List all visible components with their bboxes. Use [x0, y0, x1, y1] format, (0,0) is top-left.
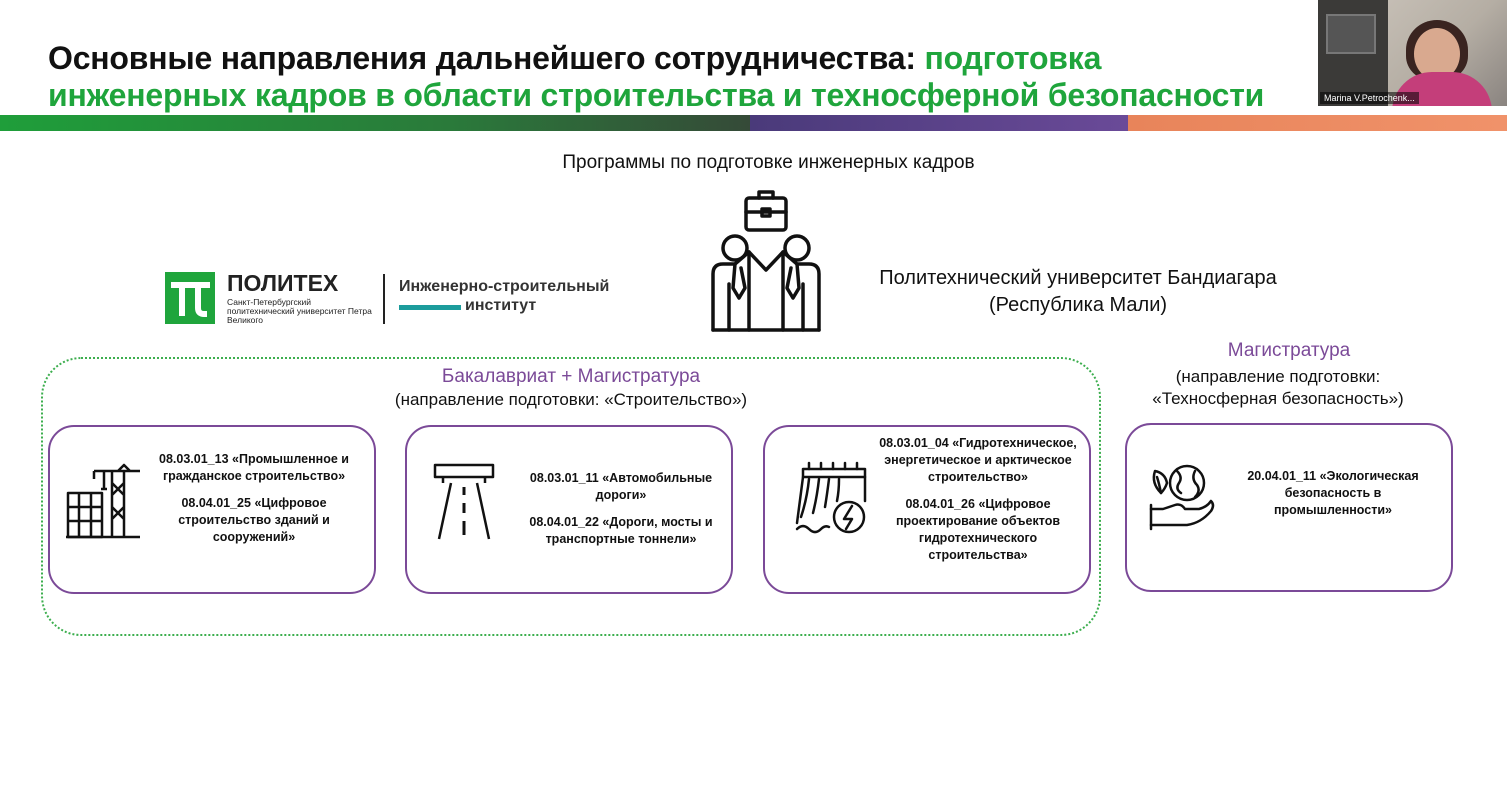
construction-crane-icon — [64, 463, 142, 546]
handshake-briefcase-icon — [705, 188, 827, 336]
logo-brand: ПОЛИТЕХ — [227, 270, 339, 296]
road-icon — [433, 463, 495, 548]
program-card-construction: 08.03.01_13 «Промышленное и гражданское … — [48, 425, 376, 594]
program-card-hydro: 08.03.01_04 «Гидротехническое, энергетич… — [763, 425, 1091, 594]
program-master-code: 08.04.01_26 «Цифровое проектирование объ… — [895, 497, 1061, 562]
program-bachelor-code: 08.03.01_13 «Промышленное и гражданское … — [159, 452, 349, 483]
program-master-code: 20.04.01_11 «Экологическая безопасность … — [1247, 469, 1419, 517]
title-green-1: подготовка — [924, 40, 1102, 76]
programs-heading: Программы по подготовке инженерных кадро… — [562, 152, 975, 173]
logo-brand-subtitle: Санкт-Петербургский политехнический унив… — [227, 297, 372, 325]
program-card-text: 08.03.01_13 «Промышленное и гражданское … — [154, 451, 354, 546]
bachelor-master-subtitle: (направление подготовки: «Строительство»… — [394, 390, 748, 409]
title-green-2: инженерных кадров в области строительств… — [48, 77, 1265, 113]
program-card-text: 20.04.01_11 «Экологическая безопасность … — [1235, 468, 1431, 519]
hydro-dam-icon — [795, 461, 871, 546]
logo-institute-line1: Инженерно-строительный — [399, 278, 610, 295]
master-title: Магистратура — [1227, 340, 1351, 361]
master-subtitle-line2: «Техносферная безопасность») — [1152, 389, 1404, 408]
partner-name: Политехнический университет Бандиагара — [879, 267, 1277, 289]
title-black: Основные направления дальнейшего сотрудн… — [48, 40, 925, 76]
program-card-text: 08.03.01_04 «Гидротехническое, энергетич… — [875, 435, 1081, 564]
video-person-face — [1414, 28, 1460, 80]
logo-divider — [383, 274, 385, 324]
polytech-logo: ПОЛИТЕХ Санкт-Петербургский политехничес… — [165, 270, 635, 328]
participant-name: Marina V.Petrochenk... — [1320, 92, 1419, 104]
partner-university: Политехнический университет Бандиагара (… — [820, 265, 1336, 319]
program-bachelor-code: 08.03.01_04 «Гидротехническое, энергетич… — [879, 436, 1077, 484]
logo-accent-bar — [399, 305, 461, 310]
bachelor-master-group — [41, 357, 1101, 636]
program-card-ecology: 20.04.01_11 «Экологическая безопасность … — [1125, 423, 1453, 592]
strip-green — [0, 115, 750, 131]
program-master-code: 08.04.01_22 «Дороги, мосты и транспортны… — [529, 515, 713, 546]
color-strip — [0, 115, 1507, 131]
eco-globe-hand-icon — [1147, 463, 1215, 536]
master-subtitle: (направление подготовки: «Техносферная б… — [1125, 366, 1431, 410]
program-card-roads: 08.03.01_11 «Автомобильные дороги» 08.04… — [405, 425, 733, 594]
strip-orange — [1128, 115, 1507, 131]
strip-purple — [750, 115, 1128, 131]
polytech-mark-icon — [165, 272, 215, 324]
master-subtitle-line1: (направление подготовки: — [1175, 367, 1381, 386]
bachelor-master-title: Бакалавриат + Магистратура — [441, 366, 701, 387]
logo-institute-line2: институт — [465, 297, 537, 314]
video-thumbnail[interactable]: Marina V.Petrochenk... — [1318, 0, 1507, 106]
program-master-code: 08.04.01_25 «Цифровое строительство здан… — [178, 496, 330, 544]
slide-title: Основные направления дальнейшего сотрудн… — [48, 40, 1348, 114]
program-bachelor-code: 08.03.01_11 «Автомобильные дороги» — [529, 471, 713, 502]
program-card-text: 08.03.01_11 «Автомобильные дороги» 08.04… — [521, 470, 721, 548]
partner-country: (Республика Мали) — [988, 294, 1168, 316]
video-shelf — [1326, 14, 1376, 54]
